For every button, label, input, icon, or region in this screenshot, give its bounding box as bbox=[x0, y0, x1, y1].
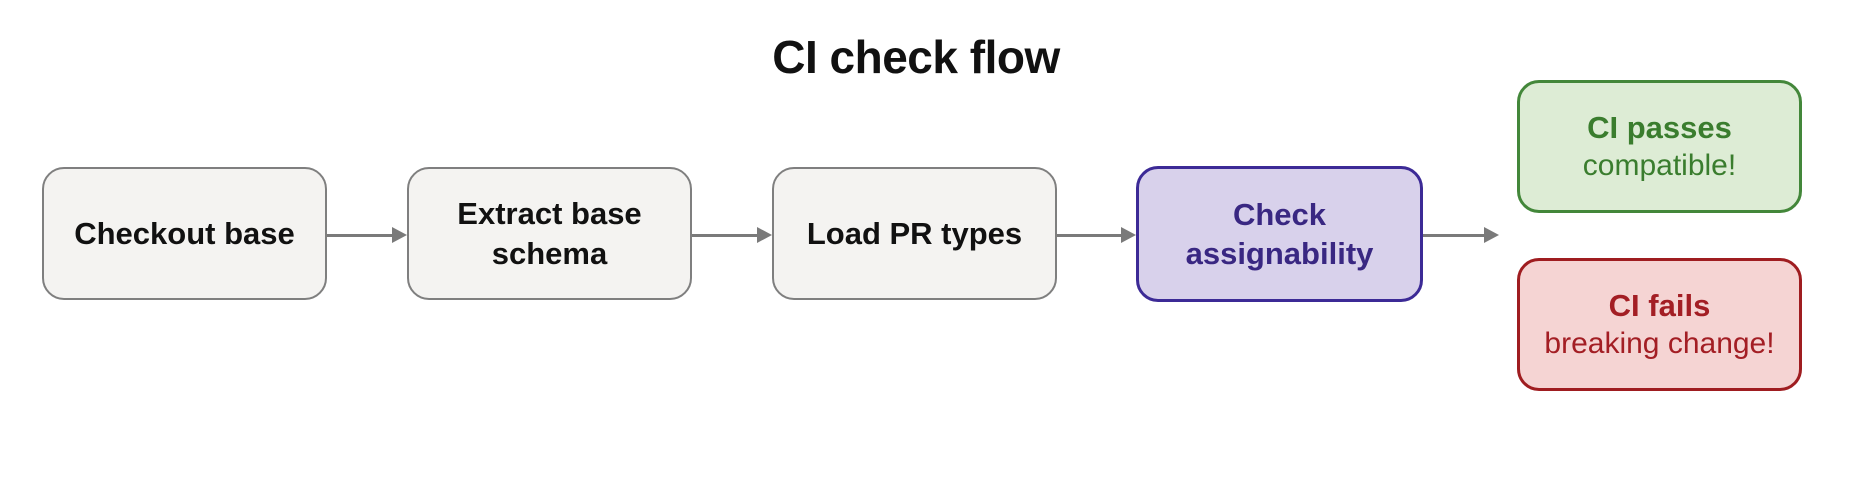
arrowhead-icon bbox=[1121, 227, 1136, 243]
flow-node-check-assignability: Check assignability bbox=[1136, 166, 1423, 302]
arrow-shaft bbox=[1057, 233, 1121, 237]
flow-arrow-4 bbox=[1423, 227, 1499, 243]
flow-arrow-3 bbox=[1057, 227, 1136, 243]
node-label: CI fails bbox=[1608, 288, 1711, 324]
arrow-shaft bbox=[1423, 233, 1484, 237]
diagram-title: CI check flow bbox=[772, 31, 1060, 83]
flow-node-ci-passes: CI passes compatible! bbox=[1517, 80, 1802, 213]
arrowhead-icon bbox=[1484, 227, 1499, 243]
node-label: CI passes bbox=[1587, 110, 1732, 146]
flow-arrow-1 bbox=[327, 227, 407, 243]
arrowhead-icon bbox=[392, 227, 407, 243]
flow-node-checkout-base: Checkout base bbox=[42, 167, 327, 300]
node-label: Checkout base bbox=[74, 215, 295, 251]
node-label: Extract base schema bbox=[457, 196, 642, 271]
node-label: Load PR types bbox=[806, 215, 1023, 251]
arrow-shaft bbox=[327, 233, 392, 237]
arrow-shaft bbox=[692, 233, 757, 237]
flow-node-extract-base-schema: Extract base schema bbox=[407, 167, 692, 300]
node-sublabel: breaking change! bbox=[1544, 327, 1775, 361]
flow-node-load-pr-types: Load PR types bbox=[772, 167, 1057, 300]
flow-arrow-2 bbox=[692, 227, 772, 243]
node-label: Check assignability bbox=[1185, 196, 1374, 271]
node-sublabel: compatible! bbox=[1582, 149, 1737, 183]
arrowhead-icon bbox=[757, 227, 772, 243]
flow-node-ci-fails: CI fails breaking change! bbox=[1517, 258, 1802, 391]
